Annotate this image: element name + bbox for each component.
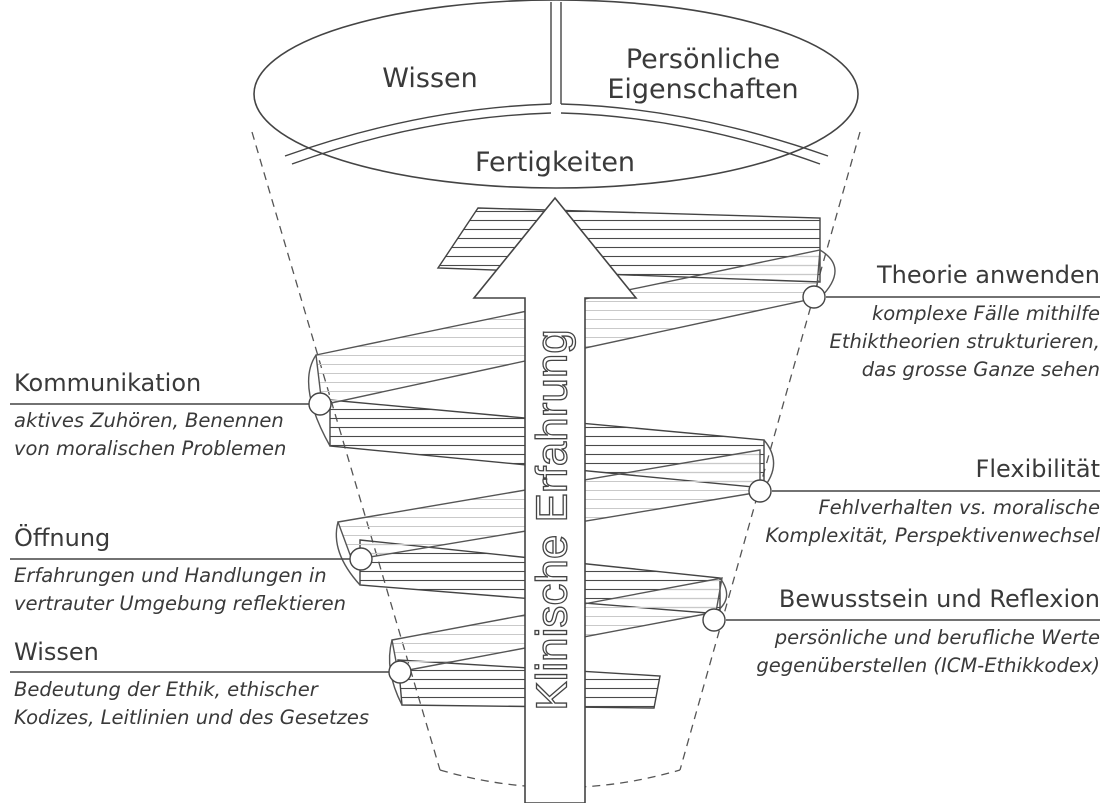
level-oeffnung: Öffnung Erfahrungen und Handlungen in ve… bbox=[14, 524, 346, 618]
separator-right bbox=[560, 103, 829, 157]
level-description-line: persönliche und berufliche Werte bbox=[774, 626, 1100, 649]
connector-node-theorie bbox=[802, 285, 826, 309]
level-description-line: Ethiktheorien strukturieren, bbox=[829, 330, 1100, 353]
connector-node-wissen bbox=[388, 660, 412, 684]
level-theorie-anwenden: Theorie anwenden komplexe Fälle mithilfe… bbox=[830, 261, 1100, 384]
separator-left-2 bbox=[291, 112, 552, 165]
spiral-left-curve-2 bbox=[335, 521, 361, 586]
experience-arrow: Klinische Erfahrung bbox=[472, 196, 638, 803]
level-description-line: komplexe Fälle mithilfe bbox=[871, 302, 1100, 325]
separator-left bbox=[284, 103, 552, 157]
top-caption-wissen: Wissen bbox=[382, 63, 478, 94]
top-caption-eigenschaften-line2: Eigenschaften bbox=[607, 74, 799, 105]
level-title: Bewusstsein und Reflexion bbox=[778, 585, 1100, 613]
level-description-line: Kodizes, Leitlinien und des Gesetzes bbox=[14, 706, 370, 729]
level-title: Öffnung bbox=[14, 524, 111, 552]
level-title: Wissen bbox=[14, 638, 99, 666]
top-caption-eigenschaften-line1: Persönliche bbox=[625, 44, 781, 75]
funnel-bottom-curve bbox=[439, 769, 681, 789]
experience-arrow-label: Klinische Erfahrung bbox=[528, 329, 577, 711]
level-title: Theorie anwenden bbox=[877, 261, 1100, 289]
level-description: komplexe Fälle mithilfe Ethiktheorien st… bbox=[830, 300, 1100, 384]
connector-node-bewusstsein bbox=[702, 608, 726, 632]
funnel-outline bbox=[251, 131, 861, 789]
top-caption-fertigkeiten: Fertigkeiten bbox=[474, 147, 636, 178]
funnel-right-edge bbox=[679, 131, 861, 771]
level-kommunikation: Kommunikation aktives Zuhören, Benennen … bbox=[14, 369, 286, 463]
level-description-line: Bedeutung der Ethik, ethischer bbox=[14, 678, 318, 701]
level-description-line: von moralischen Problemen bbox=[14, 437, 287, 460]
connector-node-flexibilitaet bbox=[748, 479, 772, 503]
level-description-line: aktives Zuhören, Benennen bbox=[14, 409, 284, 432]
connector-node-oeffnung bbox=[349, 547, 373, 571]
level-description-line: Komplexität, Perspektivenwechsel bbox=[765, 524, 1100, 547]
level-bewusstsein-reflexion: Bewusstsein und Reflexion persönliche un… bbox=[756, 585, 1100, 680]
experience-arrow-shape bbox=[472, 196, 638, 803]
level-description: Bedeutung der Ethik, ethischer Kodizes, … bbox=[14, 676, 369, 732]
level-description-line: gegenüberstellen (ICM-Ethikkodex) bbox=[756, 654, 1100, 677]
level-wissen: Wissen Bedeutung der Ethik, ethischer Ko… bbox=[14, 638, 369, 732]
level-title: Kommunikation bbox=[14, 369, 202, 397]
competence-top bbox=[253, 0, 859, 189]
level-description-line: vertrauter Umgebung reflektieren bbox=[14, 592, 347, 615]
level-description: persönliche und berufliche Werte gegenüb… bbox=[756, 624, 1100, 680]
separator-right-2 bbox=[560, 112, 821, 165]
connectors bbox=[10, 285, 1100, 684]
level-flexibilitaet: Flexibilität Fehlverhalten vs. moralisch… bbox=[765, 455, 1100, 550]
separator-vertical bbox=[550, 2, 562, 104]
level-title: Flexibilität bbox=[975, 455, 1100, 483]
level-description: Fehlverhalten vs. moralische Komplexität… bbox=[765, 494, 1100, 550]
level-description-line: das grosse Ganze sehen bbox=[861, 358, 1100, 381]
spiral-left-curve-1 bbox=[307, 354, 331, 447]
level-description-line: Fehlverhalten vs. moralische bbox=[818, 496, 1100, 519]
spiral-right-curve-1 bbox=[819, 249, 836, 299]
level-description-line: Erfahrungen und Handlungen in bbox=[14, 564, 327, 587]
level-description: aktives Zuhören, Benennen von moralische… bbox=[14, 407, 286, 463]
top-caption-eigenschaften: Persönliche Eigenschaften bbox=[588, 45, 818, 105]
level-description: Erfahrungen und Handlungen in vertrauter… bbox=[14, 562, 346, 618]
competence-top-ellipse bbox=[253, 0, 859, 189]
connector-node-kommunikation bbox=[308, 392, 332, 416]
